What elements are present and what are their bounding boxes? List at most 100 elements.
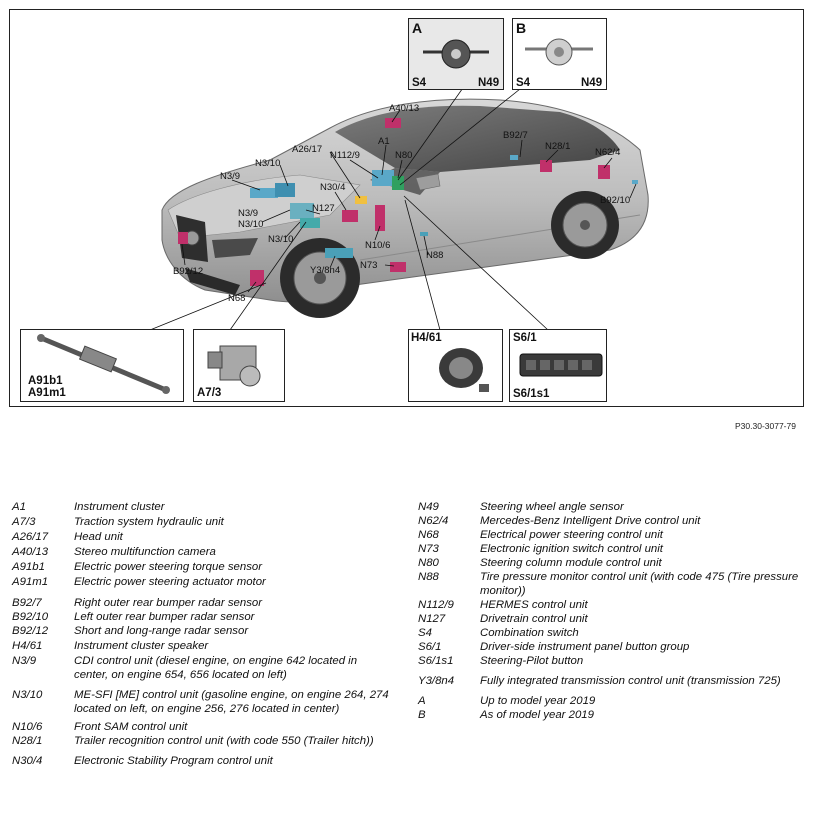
label-n3-9-top: N3/9 [220,171,241,182]
label-a40-13: A40/13 [389,103,420,114]
label-n10-6: N10/6 [365,240,391,251]
legend-code: S6/1 [418,641,442,653]
legend-description: Electronic Stability Program control uni… [74,755,273,767]
hydraulic-unit-icon [207,345,261,387]
figure-reference: P30.30-3077-79 [735,421,796,431]
legend-code: H4/61 [12,640,43,652]
legend-row: N30/4 Electronic Stability Program contro… [12,754,392,768]
legend-description: Traction system hydraulic unit [74,516,224,528]
label-n73: N73 [360,260,378,271]
label-n127: N127 [312,203,335,214]
legend-row: S6/1 Driver-side instrument panel button … [418,640,808,654]
label-n3-10-bot: N3/10 [268,234,294,245]
speaker-icon [439,348,489,392]
components [178,118,638,286]
label-n112-9: N112/9 [330,150,360,161]
inset-h4-61 [408,329,503,402]
legend-description: Electronic ignition switch control unit [480,543,663,555]
legend-row: S6/1s1 Steering-Pilot button [418,654,808,668]
label-a26-17: A26/17 [292,144,323,155]
inset-b-s4: S4 [516,77,531,89]
legend-code: S4 [418,627,432,639]
legend-code: S6/1s1 [418,655,454,667]
legend-code: B92/10 [12,611,49,623]
legend-description: Electrical power steering control unit [480,529,663,541]
legend-code: N3/10 [12,689,43,701]
inset-s6-1-code: S6/1 [513,332,537,344]
legend-description: Right outer rear bumper radar sensor [74,597,263,609]
label-n3-9-mid: N3/9 [238,208,259,219]
inset-a-n49: N49 [478,77,500,89]
inset-s6-1s1-code: S6/1s1 [513,388,550,400]
label-n80: N80 [395,150,413,161]
legend-description: Drivetrain control unit [480,613,588,625]
label-n62-4: N62/4 [595,147,621,158]
legend-row: B92/10 Left outer rear bumper radar senso… [12,610,392,624]
legend-description: HERMES control unit [480,599,588,611]
legend-row: A Up to model year 2019 [418,694,808,708]
legend-description: Steering wheel angle sensor [480,501,624,513]
legend-description: Tire pressure monitor control unit (with… [480,571,799,597]
inset-a-s4: S4 [412,77,427,89]
legend-code: N3/9 [12,655,37,667]
legend-code: Y3/8n4 [418,675,455,687]
legend-description: Stereo multifunction camera [74,546,216,558]
legend-code: A [418,695,426,707]
label-n30-4: N30/4 [320,182,346,193]
legend-row: N3/9 CDI control unit (diesel engine, on … [12,654,392,682]
inset-a7-3-code: A7/3 [197,387,222,399]
legend-row: A7/3 Traction system hydraulic unit [12,515,392,529]
legend-code: N49 [418,501,439,513]
legend-description: ME-SFI [ME] control unit (gasoline engin… [74,689,389,715]
inset-eps [20,329,184,402]
legend-description: Steering-Pilot button [480,655,584,667]
label-b92-7: B92/7 [503,130,528,141]
legend-description: Up to model year 2019 [480,695,596,707]
legend-code: N28/1 [12,735,43,747]
inset-h4-61-code: H4/61 [411,332,442,344]
inset-a7-3 [193,329,285,402]
legend-row: N3/10 ME-SFI [ME] control unit (gasoline … [12,688,392,716]
legend-code: A26/17 [12,531,49,543]
legend-code: B92/12 [12,625,49,637]
inset-eps-code1: A91b1 [28,375,63,387]
legend-code: N30/4 [12,755,43,767]
inset-s6-1 [509,329,607,402]
legend-description: As of model year 2019 [480,709,594,721]
label-b92-10: B92/10 [600,195,631,206]
legend-row: N112/9 HERMES control unit [418,598,808,612]
combination-switch-a-icon [409,19,503,89]
label-b92-12: B92/12 [173,266,204,277]
legend-description: Left outer rear bumper radar sensor [74,611,255,623]
legend-code: A7/3 [12,516,36,528]
label-n28-1: N28/1 [545,141,571,152]
legend-description: CDI control unit (diesel engine, on engi… [74,655,358,681]
inset-a [408,18,504,90]
legend-code: A40/13 [12,546,49,558]
rear-wheel [551,191,619,259]
legend-code: A1 [12,501,26,513]
inset-b-letter: B [516,20,527,36]
leader-lines [149,84,637,331]
legend-row: N49 Steering wheel angle sensor [418,500,808,514]
legend-description: Driver-side instrument panel button grou… [480,641,690,653]
legend-code: N112/9 [418,599,454,611]
steering-rack-icon [37,334,170,394]
legend-code: N62/4 [418,515,449,527]
